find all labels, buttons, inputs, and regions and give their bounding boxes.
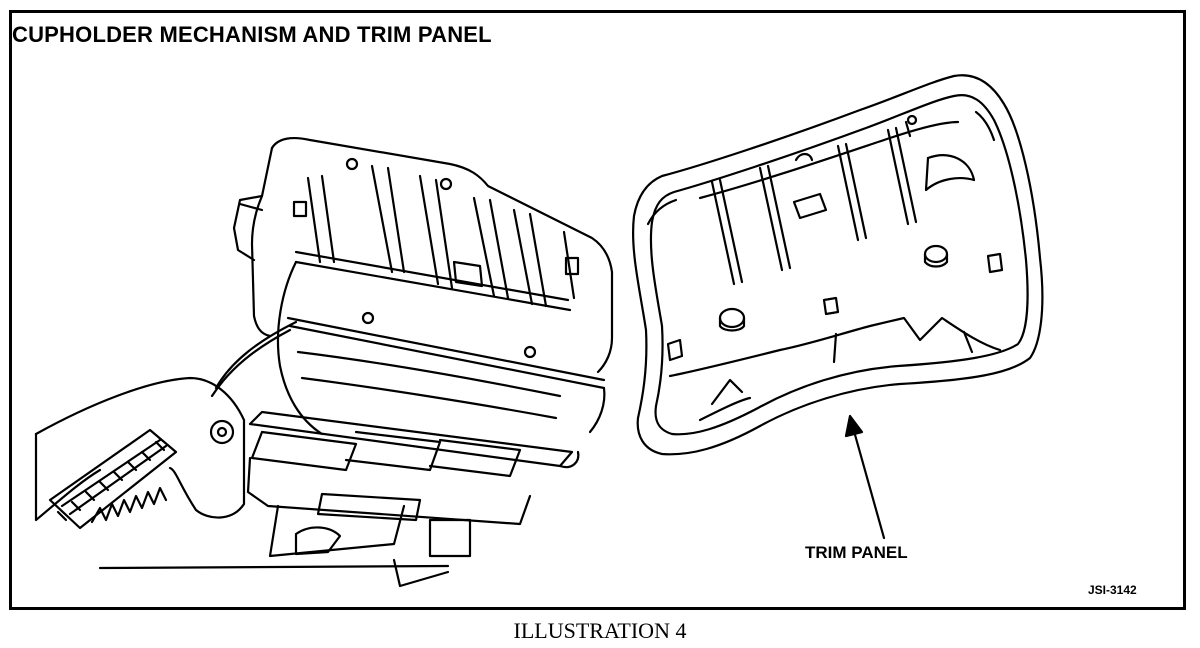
callout-arrow <box>844 414 886 540</box>
illustration-caption: ILLUSTRATION 4 <box>513 618 687 643</box>
figure-title: CUPHOLDER MECHANISM AND TRIM PANEL <box>12 22 492 47</box>
trim-panel-label: TRIM PANEL <box>805 543 908 562</box>
trim-panel <box>631 74 1044 456</box>
figure-code: JSI-3142 <box>1088 583 1137 597</box>
cupholder-mechanism <box>34 137 614 588</box>
figure-frame <box>9 10 1186 610</box>
